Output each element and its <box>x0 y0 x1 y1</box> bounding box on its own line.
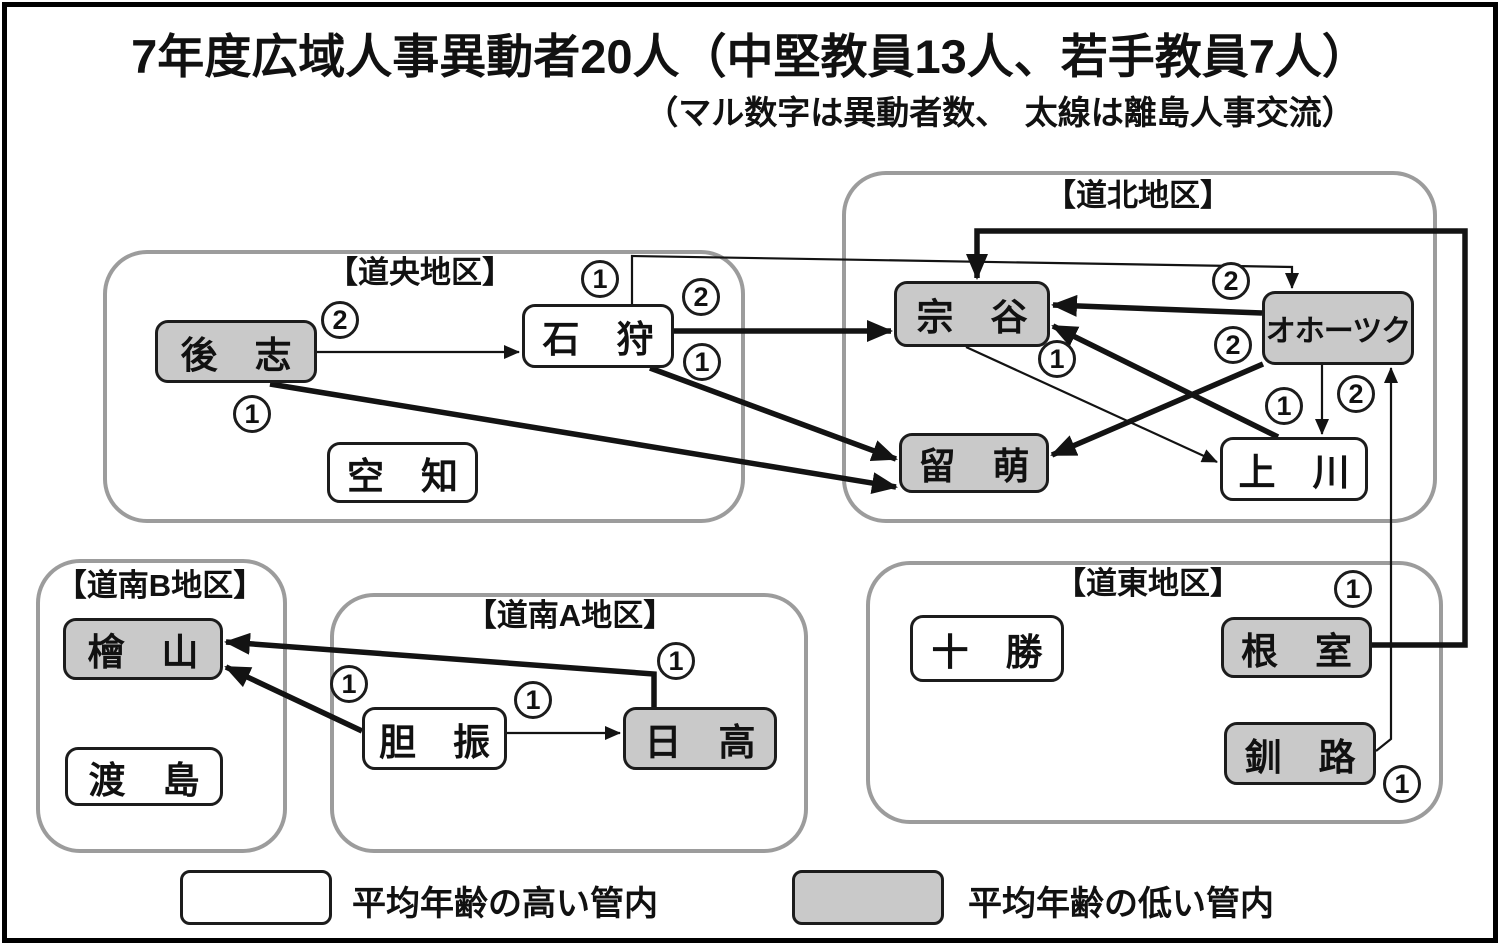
transfer-count-ishikari-to-okhotsk: 1 <box>581 260 619 298</box>
transfer-count-nemuro-to-soya: 1 <box>1334 570 1372 608</box>
transfer-count-soya-to-kamikawa: 1 <box>1038 340 1076 378</box>
transfer-count-kamikawa-to-soya: 1 <box>1265 387 1303 425</box>
legend-label-high-age: 平均年齢の高い管内 <box>352 885 658 923</box>
node-okhotsk: オホーツク <box>1262 291 1414 365</box>
node-oshima: 渡 島 <box>65 747 223 806</box>
node-ishikari: 石 狩 <box>522 304 674 368</box>
node-sorachi: 空 知 <box>327 442 478 503</box>
transfer-count-iburi-to-hidaka: 1 <box>514 681 552 719</box>
node-iburi: 胆 振 <box>362 707 507 770</box>
transfer-count-ishikari-to-rumoi: 1 <box>683 343 721 381</box>
node-rumoi: 留 萌 <box>899 433 1049 493</box>
diagram-subtitle: （マル数字は異動者数、 太線は離島人事交流） <box>645 94 1355 131</box>
transfer-count-okhotsk-to-soya: 2 <box>1212 262 1250 300</box>
node-goshi: 後 志 <box>155 320 317 383</box>
node-hiyama: 檜 山 <box>63 618 223 680</box>
district-label-dohoku: 【道北地区】 <box>1045 178 1231 213</box>
node-soya: 宗 谷 <box>894 281 1050 347</box>
transfer-count-okhotsk-to-rumoi: 2 <box>1214 326 1252 364</box>
node-tokachi: 十 勝 <box>910 615 1064 682</box>
legend-label-low-age: 平均年齢の低い管内 <box>968 885 1274 923</box>
node-hidaka: 日 高 <box>623 707 777 770</box>
transfer-count-kushiro-to-okhotsk: 1 <box>1383 765 1421 803</box>
transfer-count-goshi-to-ishikari: 2 <box>321 301 359 339</box>
transfer-count-ishikari-to-soya: 2 <box>682 278 720 316</box>
legend-swatch-high-age <box>180 870 332 925</box>
legend-swatch-low-age <box>792 870 944 925</box>
transfer-count-goshi-to-rumoi: 1 <box>233 395 271 433</box>
transfer-count-iburi-to-hiyama: 1 <box>330 665 368 703</box>
district-label-docho: 【道央地区】 <box>327 255 513 290</box>
node-nemuro: 根 室 <box>1221 617 1372 678</box>
node-kushiro: 釧 路 <box>1224 722 1376 785</box>
diagram-title: 7年度広域人事異動者20人（中堅教員13人、若手教員7人） <box>131 30 1369 83</box>
district-label-donan-a: 【道南A地区】 <box>465 598 675 633</box>
transfer-count-hidaka-to-hiyama: 1 <box>657 642 695 680</box>
district-label-doto: 【道東地区】 <box>1055 566 1241 601</box>
transfer-count-okhotsk-to-kamikawa: 2 <box>1337 375 1375 413</box>
district-label-donan-b: 【道南B地区】 <box>55 568 265 603</box>
node-kamikawa: 上 川 <box>1220 437 1368 501</box>
